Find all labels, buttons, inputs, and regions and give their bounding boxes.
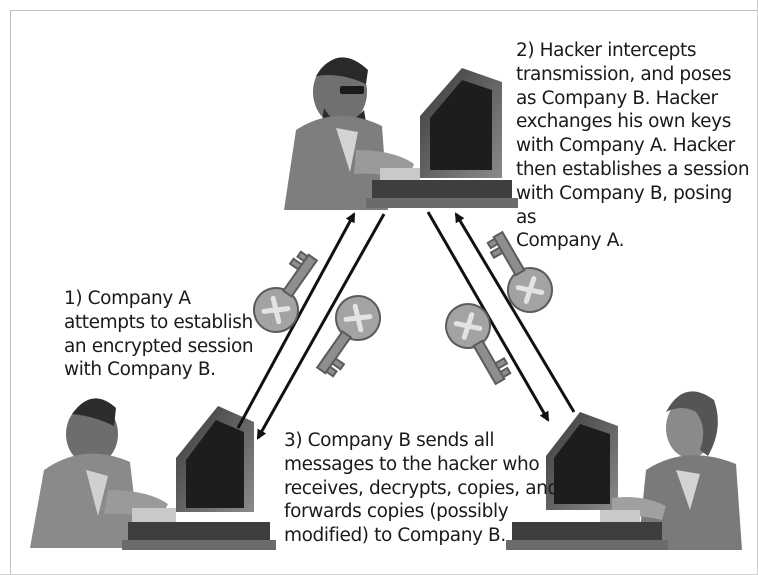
step-3-caption: 3) Company B sends all messages to the h… bbox=[284, 430, 559, 547]
company-a-person-at-computer-icon bbox=[30, 398, 276, 550]
company-b-person-at-computer-icon bbox=[506, 391, 742, 550]
arrow-b-to-hacker bbox=[454, 212, 576, 413]
step-1-caption: 1) Company A attempts to establish an en… bbox=[64, 288, 254, 381]
step-2-caption: 2) Hacker intercepts transmission, and p… bbox=[516, 40, 750, 252]
key-icon bbox=[438, 296, 519, 392]
hacker-person-at-computer-icon bbox=[284, 57, 518, 210]
arrow-hacker-to-a bbox=[256, 213, 386, 440]
